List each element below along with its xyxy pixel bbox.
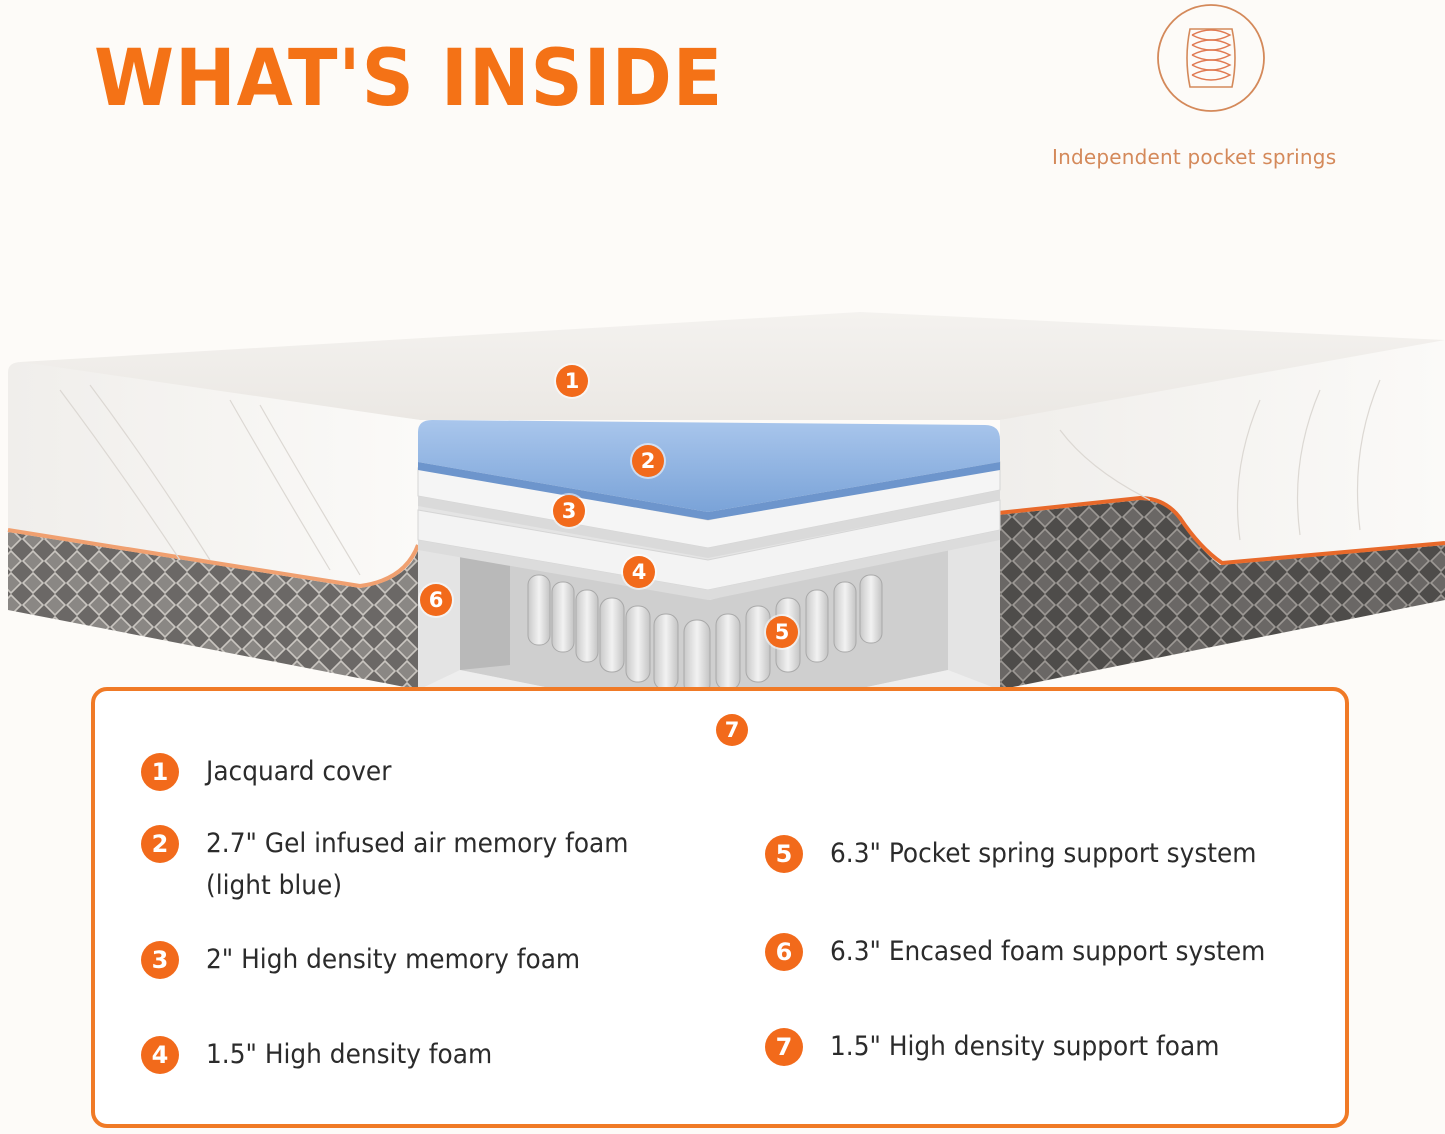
legend-number-badge: 3 <box>141 941 179 979</box>
legend-number-badge: 5 <box>765 835 803 873</box>
feature-label: Independent pocket springs <box>1052 145 1337 169</box>
legend-item-2: 2 2.7" Gel infused air memory foam (ligh… <box>141 825 665 909</box>
legend-item-5: 5 6.3" Pocket spring support system <box>765 835 1294 877</box>
page-title: WHAT'S INSIDE <box>94 34 724 124</box>
diagram-marker-4: 4 <box>623 556 655 588</box>
diagram-marker-1: 1 <box>556 365 588 397</box>
legend-item-4: 4 1.5" High density foam <box>141 1036 517 1078</box>
legend-number-badge: 4 <box>141 1036 179 1074</box>
legend-item-1: 1 Jacquard cover <box>141 753 408 795</box>
legend-item-6: 6 6.3" Encased foam support system <box>765 933 1303 975</box>
legend-number-badge: 6 <box>765 933 803 971</box>
legend-number-badge: 1 <box>141 753 179 791</box>
legend-label: 2" High density memory foam <box>206 944 581 975</box>
legend-label-continued: (light blue) <box>206 870 343 901</box>
diagram-marker-2: 2 <box>632 445 664 477</box>
legend-label: 6.3" Pocket spring support system <box>830 838 1257 869</box>
legend-number-badge: 7 <box>765 1028 803 1066</box>
diagram-marker-7: 7 <box>716 714 748 746</box>
legend-label: 1.5" High density foam <box>206 1039 493 1070</box>
diagram-marker-3: 3 <box>553 495 585 527</box>
diagram-marker-6: 6 <box>420 584 452 616</box>
legend-label: Jacquard cover <box>206 756 392 787</box>
pocket-spring-icon <box>1157 4 1265 112</box>
legend-number-badge: 2 <box>141 825 179 863</box>
legend-item-3: 3 2" High density memory foam <box>141 941 613 983</box>
legend-label: 1.5" High density support foam <box>830 1031 1220 1062</box>
diagram-marker-5: 5 <box>766 616 798 648</box>
legend-panel <box>91 687 1349 1128</box>
legend-label: 2.7" Gel infused air memory foam <box>206 828 629 859</box>
legend-label: 6.3" Encased foam support system <box>830 936 1266 967</box>
legend-item-7: 7 1.5" High density support foam <box>765 1028 1253 1070</box>
